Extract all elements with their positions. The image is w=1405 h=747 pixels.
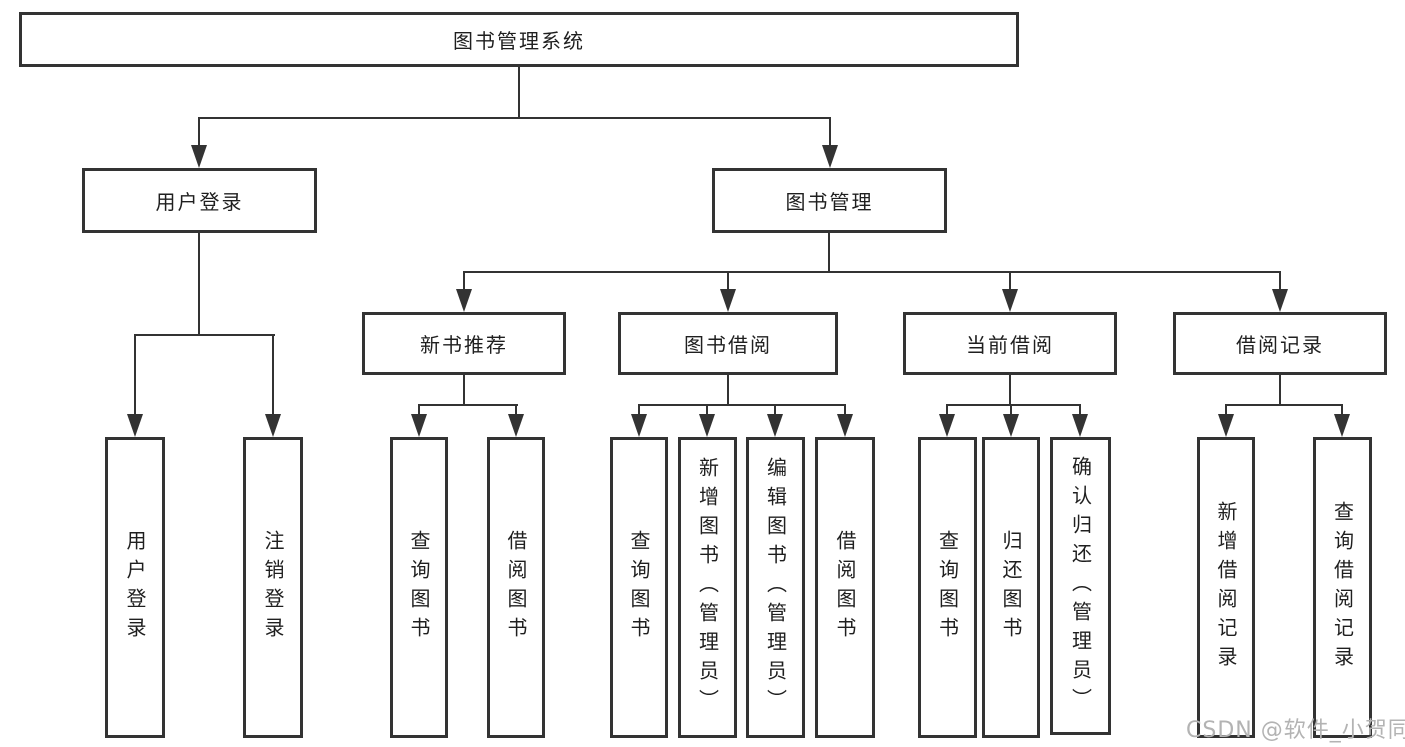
node-current-borrow: 当前借阅 xyxy=(903,312,1117,375)
connector-line xyxy=(134,334,136,419)
arrowhead-down-icon xyxy=(508,414,524,437)
leaf-query-borrow-record: 查询借阅记录 xyxy=(1313,437,1372,738)
csdn-watermark: CSDN @软件_小贺同学 xyxy=(1186,718,1405,743)
arrowhead-down-icon xyxy=(767,414,783,437)
connector-line xyxy=(1010,404,1012,419)
leaf-query-books-current: 查询图书 xyxy=(918,437,977,738)
connector-line xyxy=(1009,375,1011,406)
arrowhead-down-icon xyxy=(837,414,853,437)
leaf-add-borrow-record: 新增借阅记录 xyxy=(1197,437,1255,738)
connector-line xyxy=(638,404,640,419)
leaf-logout: 注销登录 xyxy=(243,437,303,738)
connector-line xyxy=(134,334,275,336)
leaf-borrow-books-recommend: 借阅图书 xyxy=(487,437,545,738)
leaf-user-login: 用户登录 xyxy=(105,437,165,738)
leaf-query-books-recommend: 查询图书 xyxy=(390,437,448,738)
arrowhead-down-icon xyxy=(456,289,472,312)
connector-line xyxy=(727,271,729,294)
connector-line xyxy=(1009,271,1011,294)
arrowhead-down-icon xyxy=(191,145,207,168)
arrowhead-down-icon xyxy=(1218,414,1234,437)
leaf-borrow-books: 借阅图书 xyxy=(815,437,875,738)
connector-line xyxy=(1279,271,1281,294)
connector-line xyxy=(198,233,200,336)
connector-line xyxy=(463,271,1281,273)
leaf-add-book-admin: 新增图书（管理员） xyxy=(678,437,737,738)
arrowhead-down-icon xyxy=(699,414,715,437)
arrowhead-down-icon xyxy=(720,289,736,312)
arrowhead-down-icon xyxy=(939,414,955,437)
connector-line xyxy=(946,404,948,419)
arrowhead-down-icon xyxy=(1334,414,1350,437)
node-user-login: 用户登录 xyxy=(82,168,317,233)
connector-line xyxy=(946,404,1081,406)
root-node: 图书管理系统 xyxy=(19,12,1019,67)
connector-line xyxy=(774,404,776,419)
connector-line xyxy=(418,404,518,406)
arrowhead-down-icon xyxy=(127,414,143,437)
arrowhead-down-icon xyxy=(1003,414,1019,437)
arrowhead-down-icon xyxy=(1272,289,1288,312)
connector-line xyxy=(1279,375,1281,406)
connector-line xyxy=(198,117,200,149)
node-book-mgmt: 图书管理 xyxy=(712,168,947,233)
node-new-book-rec: 新书推荐 xyxy=(362,312,566,375)
connector-line xyxy=(418,404,420,419)
node-borrow-records: 借阅记录 xyxy=(1173,312,1387,375)
connector-line xyxy=(515,404,517,419)
connector-line xyxy=(463,375,465,406)
leaf-query-books-borrow: 查询图书 xyxy=(610,437,668,738)
node-book-borrow: 图书借阅 xyxy=(618,312,838,375)
arrowhead-down-icon xyxy=(1072,414,1088,437)
connector-line xyxy=(463,271,465,294)
connector-line xyxy=(706,404,708,419)
connector-line xyxy=(518,67,520,118)
arrowhead-down-icon xyxy=(822,145,838,168)
connector-line xyxy=(198,117,831,119)
connector-line xyxy=(272,334,274,419)
connector-line xyxy=(638,404,846,406)
connector-line xyxy=(1225,404,1343,406)
connector-line xyxy=(829,117,831,149)
arrowhead-down-icon xyxy=(411,414,427,437)
leaf-confirm-return-admin: 确认归还（管理员） xyxy=(1050,437,1111,735)
leaf-return-books: 归还图书 xyxy=(982,437,1040,738)
connector-line xyxy=(828,233,830,273)
connector-line xyxy=(1341,404,1343,419)
connector-line xyxy=(844,404,846,419)
connector-line xyxy=(1225,404,1227,419)
leaf-edit-book-admin: 编辑图书（管理员） xyxy=(746,437,805,738)
connector-line xyxy=(727,375,729,406)
arrowhead-down-icon xyxy=(1002,289,1018,312)
arrowhead-down-icon xyxy=(631,414,647,437)
arrowhead-down-icon xyxy=(265,414,281,437)
connector-line xyxy=(1079,404,1081,419)
